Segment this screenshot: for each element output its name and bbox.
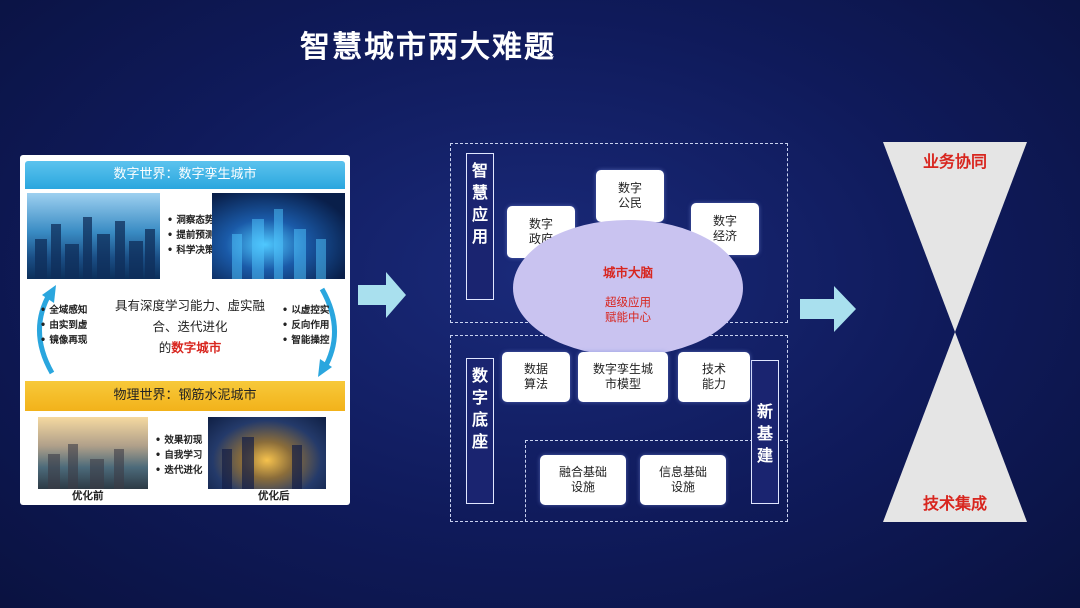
digital-city-highlight: 数字城市: [171, 340, 222, 355]
city-brain-title: 城市大脑: [602, 265, 653, 280]
twin-city-image: [212, 193, 345, 279]
digital-bullets: 洞察态势 提前预测 科学决策: [167, 213, 214, 258]
hourglass-diagram: [883, 142, 1027, 522]
physical-bullets: 效果初现 自我学习 迭代进化: [155, 433, 202, 478]
bullet-real-to-virtual: 由实到虚: [40, 318, 87, 333]
bottom-triangle: [883, 332, 1027, 522]
city-brain-ellipse: [513, 220, 743, 356]
page-title: 智慧城市两大难题: [300, 30, 556, 65]
business-collab-label: 业务协同: [922, 152, 987, 171]
before-caption: 优化前: [72, 490, 104, 502]
after-city-image: [208, 417, 326, 489]
bullet-effect: 效果初现: [155, 433, 202, 448]
fusion-infra-node: 融合基础设施: [540, 455, 626, 505]
tech-integration-label: 技术集成: [922, 494, 987, 513]
digital-base-label: 数字底座: [466, 358, 494, 504]
bullet-perception: 全域感知: [40, 303, 87, 318]
smart-app-label: 智慧应用: [466, 153, 494, 300]
bullet-decision: 科学决策: [167, 243, 214, 258]
left-bullets: 全域感知 由实到虚 镜像再现: [40, 303, 87, 348]
twin-model-node: 数字孪生城市模型: [578, 352, 668, 402]
bullet-reverse: 反向作用: [282, 318, 329, 333]
digital-citizen-node: 数字公民: [596, 170, 664, 222]
digital-twin-panel: 数字世界：数字孪生城市 洞察态势 提前预测 科学决策 全域感知 由实到虚 镜像再…: [20, 155, 350, 505]
digital-city-image: [27, 193, 160, 279]
info-infra-node: 信息基础设施: [640, 455, 726, 505]
bullet-smart-control: 智能操控: [282, 333, 329, 348]
desc-line-2: 合、迭代进化: [152, 319, 228, 334]
bullet-iteration: 迭代进化: [155, 463, 202, 478]
bullet-insight: 洞察态势: [167, 213, 214, 228]
bullet-predict: 提前预测: [167, 228, 214, 243]
right-arrow-icon-2: [800, 286, 856, 332]
new-infra-area: [525, 440, 788, 522]
data-algo-node: 数据算法: [502, 352, 570, 402]
tech-ability-node: 技术能力: [678, 352, 750, 402]
desc-line-1: 具有深度学习能力、虚实融: [114, 298, 265, 313]
city-brain-subtitle: 超级应用 赋能中心: [605, 295, 651, 324]
right-arrow-icon: [358, 272, 406, 318]
right-bullets: 以虚控实 反向作用 智能操控: [282, 303, 329, 348]
after-caption: 优化后: [258, 490, 290, 502]
new-infra-label: 新基建: [751, 360, 779, 504]
center-description: 具有深度学习能力、虚实融 合、迭代进化 的数字城市: [100, 295, 280, 358]
bullet-self-learning: 自我学习: [155, 448, 202, 463]
digital-economy-node: 数字经济: [691, 203, 759, 255]
before-city-image: [38, 417, 148, 489]
bullet-mirror: 镜像再现: [40, 333, 87, 348]
bullet-virtual-control: 以虚控实: [282, 303, 329, 318]
top-triangle: [883, 142, 1027, 332]
desc-line-3: 的数字城市: [158, 340, 222, 355]
digital-world-header: 数字世界：数字孪生城市: [25, 161, 345, 189]
down-arc-arrow-icon: [318, 287, 337, 377]
physical-world-header: 物理世界：钢筋水泥城市: [25, 381, 345, 411]
